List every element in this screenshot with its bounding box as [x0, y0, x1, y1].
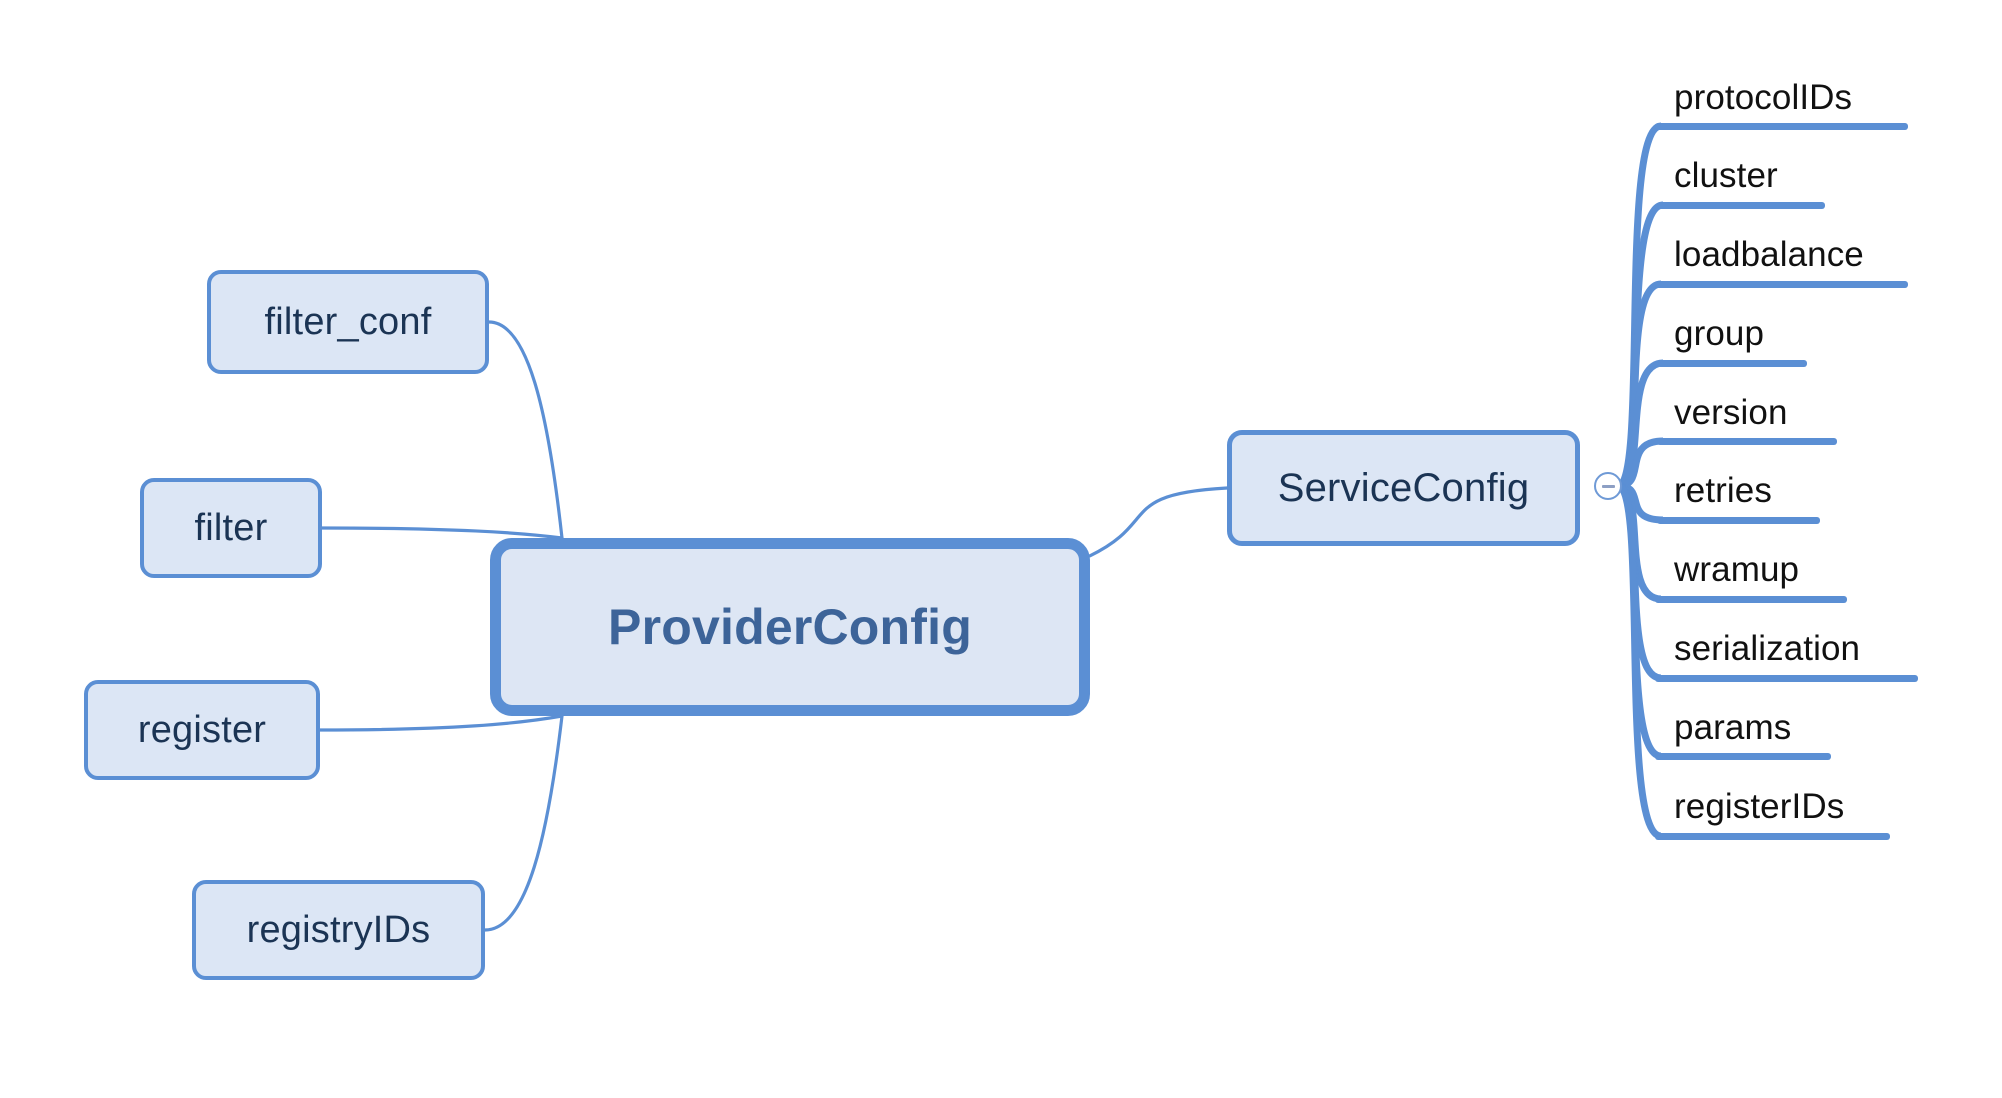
child-node-register[interactable]: register — [84, 680, 320, 780]
edge-root-to-filter — [320, 526, 564, 540]
branch-node-label: ServiceConfig — [1277, 465, 1530, 510]
leaf-underline-serialization — [1655, 675, 1918, 682]
child-node-filter-conf[interactable]: filter_conf — [207, 270, 489, 374]
leaf-underline-cluster — [1657, 202, 1825, 209]
fan-edge-group — [1616, 122, 1665, 840]
leaf-underline-group — [1657, 360, 1807, 367]
branch-node-serviceconfig[interactable]: ServiceConfig — [1227, 430, 1580, 546]
minus-glyph — [1601, 484, 1615, 488]
collapse-toggle-minus-icon[interactable] — [1594, 472, 1622, 500]
leaf-underline-retries — [1657, 517, 1820, 524]
child-node-registryids[interactable]: registryIDs — [192, 880, 485, 980]
leaf-node-protocolids[interactable]: protocolIDs — [1674, 78, 1853, 117]
leaf-node-wramup[interactable]: wramup — [1674, 550, 1800, 589]
leaf-node-group[interactable]: group — [1674, 314, 1765, 353]
root-node-providerconfig[interactable]: ProviderConfig — [490, 538, 1090, 716]
edge-root-to-registryids — [483, 714, 564, 932]
child-node-label: registryIDs — [246, 908, 431, 951]
leaf-underline-protocolids — [1655, 123, 1908, 130]
leaf-node-version[interactable]: version — [1674, 393, 1788, 432]
leaf-node-registerids[interactable]: registerIDs — [1674, 787, 1845, 826]
edge-serviceconfig-to-registerids — [1616, 482, 1663, 840]
left-edge-group — [318, 320, 564, 932]
edge-root-to-serviceconfig — [1088, 486, 1229, 558]
leaf-node-serialization[interactable]: serialization — [1674, 629, 1861, 668]
child-node-filter[interactable]: filter — [140, 478, 322, 578]
edge-root-to-register — [318, 714, 564, 732]
leaf-bar-group — [1655, 123, 1918, 840]
child-node-label: filter_conf — [264, 300, 432, 343]
leaf-underline-registerids — [1655, 833, 1890, 840]
edge-root-to-filter-conf — [487, 320, 564, 540]
leaf-underline-version — [1657, 438, 1837, 445]
branch-edge-group — [1088, 486, 1229, 558]
child-node-label: filter — [194, 506, 268, 549]
leaf-node-cluster[interactable]: cluster — [1674, 156, 1778, 195]
leaf-underline-wramup — [1655, 596, 1847, 603]
leaf-node-retries[interactable]: retries — [1674, 471, 1772, 510]
leaf-node-loadbalance[interactable]: loadbalance — [1674, 235, 1864, 274]
root-node-label: ProviderConfig — [608, 599, 972, 655]
leaf-underline-loadbalance — [1655, 281, 1908, 288]
leaf-underline-params — [1655, 753, 1831, 760]
child-node-label: register — [137, 708, 267, 751]
leaf-node-params[interactable]: params — [1674, 708, 1792, 747]
